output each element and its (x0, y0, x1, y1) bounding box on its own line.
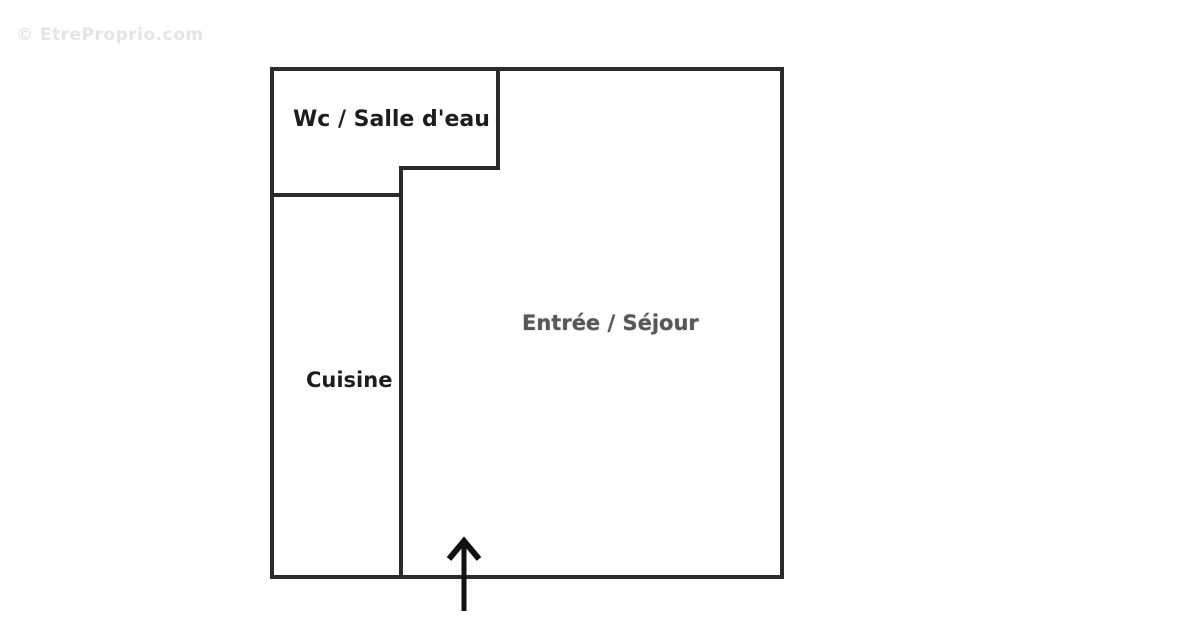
outer-wall-left (270, 67, 274, 579)
room-label-wc-salle-deau: Wc / Salle d'eau (293, 107, 490, 132)
wall-wc-right (496, 67, 500, 170)
wall-wc-cuisine-divider (270, 193, 403, 197)
entrance-arrow-icon (446, 536, 482, 611)
wall-wc-jog (399, 166, 500, 170)
wall-cuisine-sejour (399, 166, 403, 579)
watermark-text: © EtreProprio.com (16, 25, 204, 45)
room-label-cuisine: Cuisine (306, 368, 393, 392)
room-label-entree-sejour: Entrée / Séjour (522, 311, 699, 335)
outer-wall-top (270, 67, 784, 71)
outer-wall-bottom (270, 575, 784, 579)
outer-wall-right (780, 67, 784, 579)
